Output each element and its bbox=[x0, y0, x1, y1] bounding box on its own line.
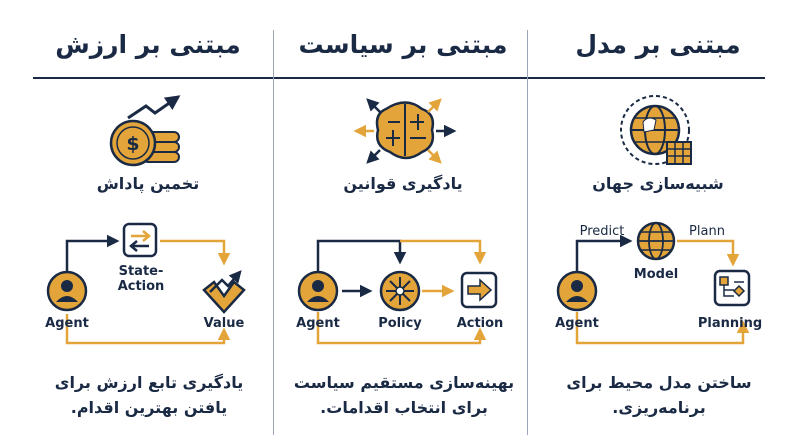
column-title-policy-based: مبتنی بر سیاست bbox=[298, 30, 508, 59]
node-label-agent: Agent bbox=[45, 316, 89, 331]
node-label-state-action-line2: Action bbox=[117, 279, 165, 294]
subtitle-policy-based: یادگیری قوانین bbox=[343, 174, 463, 193]
node-label-policy: Policy bbox=[378, 316, 422, 331]
node-label-action: Action bbox=[456, 316, 504, 331]
subtitle-value-based: تخمین پاداش bbox=[96, 174, 200, 193]
node-label-value: Value bbox=[203, 316, 245, 331]
description-line-2: برنامه‌ریزی. bbox=[612, 398, 706, 417]
header-divider bbox=[33, 77, 765, 79]
node-label-state-action: State- Action bbox=[118, 264, 165, 294]
brain-arrows-icon bbox=[353, 98, 457, 164]
column-divider-1 bbox=[273, 30, 274, 435]
value-based-diagram bbox=[46, 222, 246, 345]
description-line-1: بهینه‌سازی مستقیم سیاست bbox=[293, 373, 515, 392]
description-line-2: یافتن بهترین اقدام. bbox=[70, 398, 228, 417]
edge-label-plann: Plann bbox=[689, 224, 725, 239]
edge-label-predict: Predict bbox=[579, 224, 625, 239]
column-divider-2 bbox=[527, 30, 528, 435]
description-line-2: برای انتخاب اقدامات. bbox=[320, 398, 488, 417]
node-label-model: Model bbox=[633, 267, 679, 282]
coin-stack-growth-icon: $ bbox=[109, 95, 181, 167]
description-policy-based: بهینه‌سازی مستقیم سیاست برای انتخاب اقدا… bbox=[279, 370, 529, 420]
node-label-agent: Agent bbox=[555, 316, 599, 331]
description-value-based: یادگیری تابع ارزش برای یافتن بهترین اقدا… bbox=[24, 370, 274, 420]
node-label-state-action-line1: State- bbox=[118, 264, 164, 279]
svg-text:$: $ bbox=[126, 133, 139, 155]
column-title-model-based: مبتنی بر مدل bbox=[575, 30, 741, 59]
model-based-diagram bbox=[556, 221, 751, 345]
description-model-based: ساختن مدل محیط برای برنامه‌ریزی. bbox=[534, 370, 784, 420]
node-label-agent: Agent bbox=[296, 316, 340, 331]
column-title-value-based: مبتنی بر ارزش bbox=[55, 30, 241, 59]
description-line-1: یادگیری تابع ارزش برای bbox=[54, 373, 244, 392]
policy-based-diagram bbox=[297, 239, 498, 345]
node-label-planning: Planning bbox=[697, 316, 763, 331]
description-line-1: ساختن مدل محیط برای bbox=[566, 373, 752, 392]
globe-grid-icon bbox=[620, 95, 692, 165]
subtitle-model-based: شبیه‌سازی جهان bbox=[592, 174, 724, 193]
